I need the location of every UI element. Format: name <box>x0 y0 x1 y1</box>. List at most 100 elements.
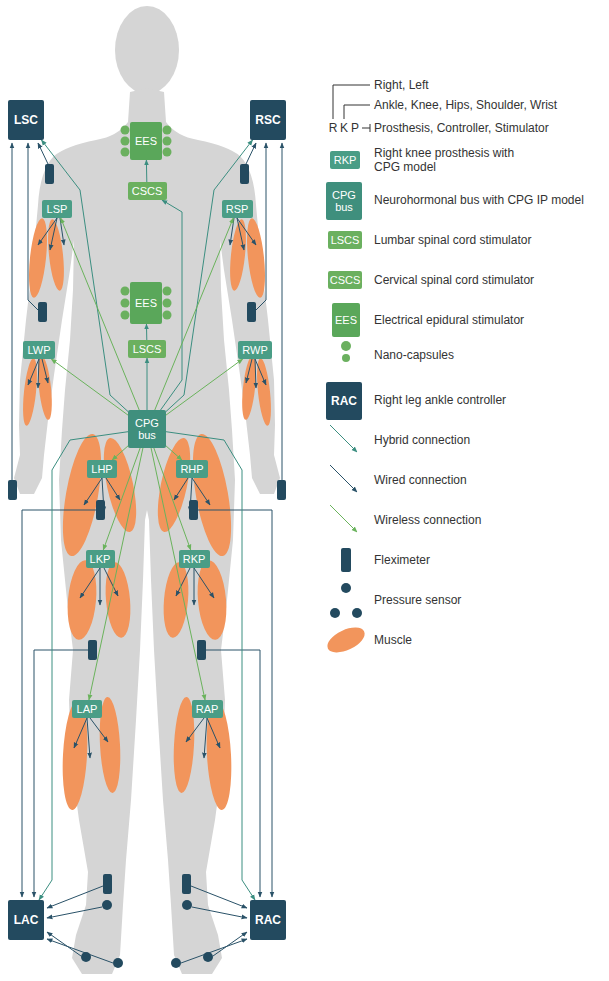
pressure-sensor <box>102 900 112 910</box>
wire <box>74 718 87 748</box>
wire <box>38 359 39 388</box>
hybrid-connection <box>161 200 182 410</box>
wireless-connection <box>112 446 128 460</box>
nano-capsule <box>341 341 351 351</box>
node-label: RHP <box>180 463 203 475</box>
prosthesis-box: RKP <box>179 550 210 568</box>
node-label: LAP <box>77 703 98 715</box>
controller-box: RSC <box>250 100 286 140</box>
wire <box>12 143 13 480</box>
legend-text: Cervical spinal cord stimulator <box>374 273 534 287</box>
swatch-label: CPG bus <box>329 189 359 213</box>
wireless-connection <box>51 359 128 415</box>
legend-text: Prosthesis, Controller, Stimulator <box>374 121 549 135</box>
nano-capsule <box>163 311 172 320</box>
fleximeter <box>38 302 47 322</box>
wireless-connection <box>166 446 182 460</box>
node-label: RSC <box>255 114 280 126</box>
node-label: CSCS <box>132 185 163 197</box>
muscle <box>65 559 100 641</box>
head-shape <box>115 6 179 94</box>
controller-box: LAC <box>8 900 44 940</box>
wireless-connection <box>155 218 234 410</box>
node-label: RAC <box>255 914 281 926</box>
bus-box: CPG bus <box>128 410 166 448</box>
controller-box: LSC <box>8 100 44 140</box>
swatch-label: CSCS <box>330 274 361 286</box>
legend-text: Nano-capsules <box>374 348 454 362</box>
legend-text: Right, Left <box>374 78 429 92</box>
wire <box>47 886 103 908</box>
nano-capsule <box>121 148 130 157</box>
node-label: RAP <box>196 703 219 715</box>
wire <box>90 718 108 742</box>
wire <box>42 359 48 383</box>
legend-text: Pressure sensor <box>374 593 461 607</box>
swatch-label: LSCS <box>331 234 360 246</box>
swatch-label: EES <box>335 314 357 326</box>
bracket-letter: R <box>329 122 338 134</box>
prosthesis-box: RWP <box>238 341 272 359</box>
nano-capsule <box>163 137 172 146</box>
stimulator-box: CSCS <box>128 182 167 200</box>
legend-swatch <box>341 548 351 572</box>
wireless-connection <box>151 448 205 700</box>
prosthesis-box: LSP <box>42 200 72 218</box>
nano-capsule <box>163 126 172 135</box>
prosthesis-box: LHP <box>87 460 117 478</box>
muscle <box>103 561 134 639</box>
swatch-label: RAC <box>331 395 357 407</box>
hybrid-line-sample <box>330 425 357 452</box>
prosthesis-box: LAP <box>72 700 102 718</box>
fleximeter <box>88 640 97 660</box>
epidural-stimulator-box: EES <box>130 122 162 160</box>
wire <box>100 568 101 605</box>
node-label: EES <box>135 297 157 309</box>
legend-swatch <box>324 622 369 657</box>
wireless-connection <box>89 448 143 700</box>
fleximeter <box>96 500 105 520</box>
wire <box>47 907 102 918</box>
legend-text: Hybrid connection <box>374 433 470 447</box>
legend-text: Right knee prosthesis with CPG model <box>374 146 524 174</box>
nano-capsule <box>163 299 172 308</box>
prosthesis-box: LWP <box>23 341 55 359</box>
fleximeter <box>103 874 112 894</box>
node-label: LWP <box>27 344 50 356</box>
wires <box>12 143 120 963</box>
nano-capsule <box>163 287 172 296</box>
prosthesis-box: RSP <box>222 200 253 218</box>
fleximeter <box>45 164 54 184</box>
legend-text: Right leg ankle controller <box>374 393 506 407</box>
legend-text: Fleximeter <box>374 553 430 567</box>
wired-line-sample <box>330 465 357 492</box>
edge-group <box>39 140 255 900</box>
nano-capsule <box>163 148 172 157</box>
hybrid-connection <box>39 432 128 900</box>
fleximeter <box>8 480 17 500</box>
legend-text: Wired connection <box>374 473 467 487</box>
nano-capsule <box>121 126 130 135</box>
prosthesis-box: RHP <box>176 460 208 478</box>
wire <box>87 718 90 758</box>
nano-capsule <box>342 354 350 362</box>
pressure-sensor <box>330 608 340 618</box>
bracket-letter: K <box>340 122 348 134</box>
fleximeters <box>8 164 123 968</box>
muscle <box>26 217 50 298</box>
bracket-letter: P <box>351 122 359 134</box>
wireless-connection <box>166 359 243 415</box>
nano-capsule <box>121 137 130 146</box>
node-label: LSC <box>14 114 38 126</box>
wire <box>47 939 113 963</box>
node-label: RWP <box>242 344 267 356</box>
wire <box>80 568 100 598</box>
epidural-stimulator-box: EES <box>130 282 162 324</box>
pressure-sensor <box>113 958 123 968</box>
node-label: LAC <box>14 914 39 926</box>
wire <box>28 359 39 385</box>
node-label: LSCS <box>133 343 162 355</box>
legend-text: Ankle, Knee, Hips, Shoulder, Wrist <box>374 98 557 112</box>
